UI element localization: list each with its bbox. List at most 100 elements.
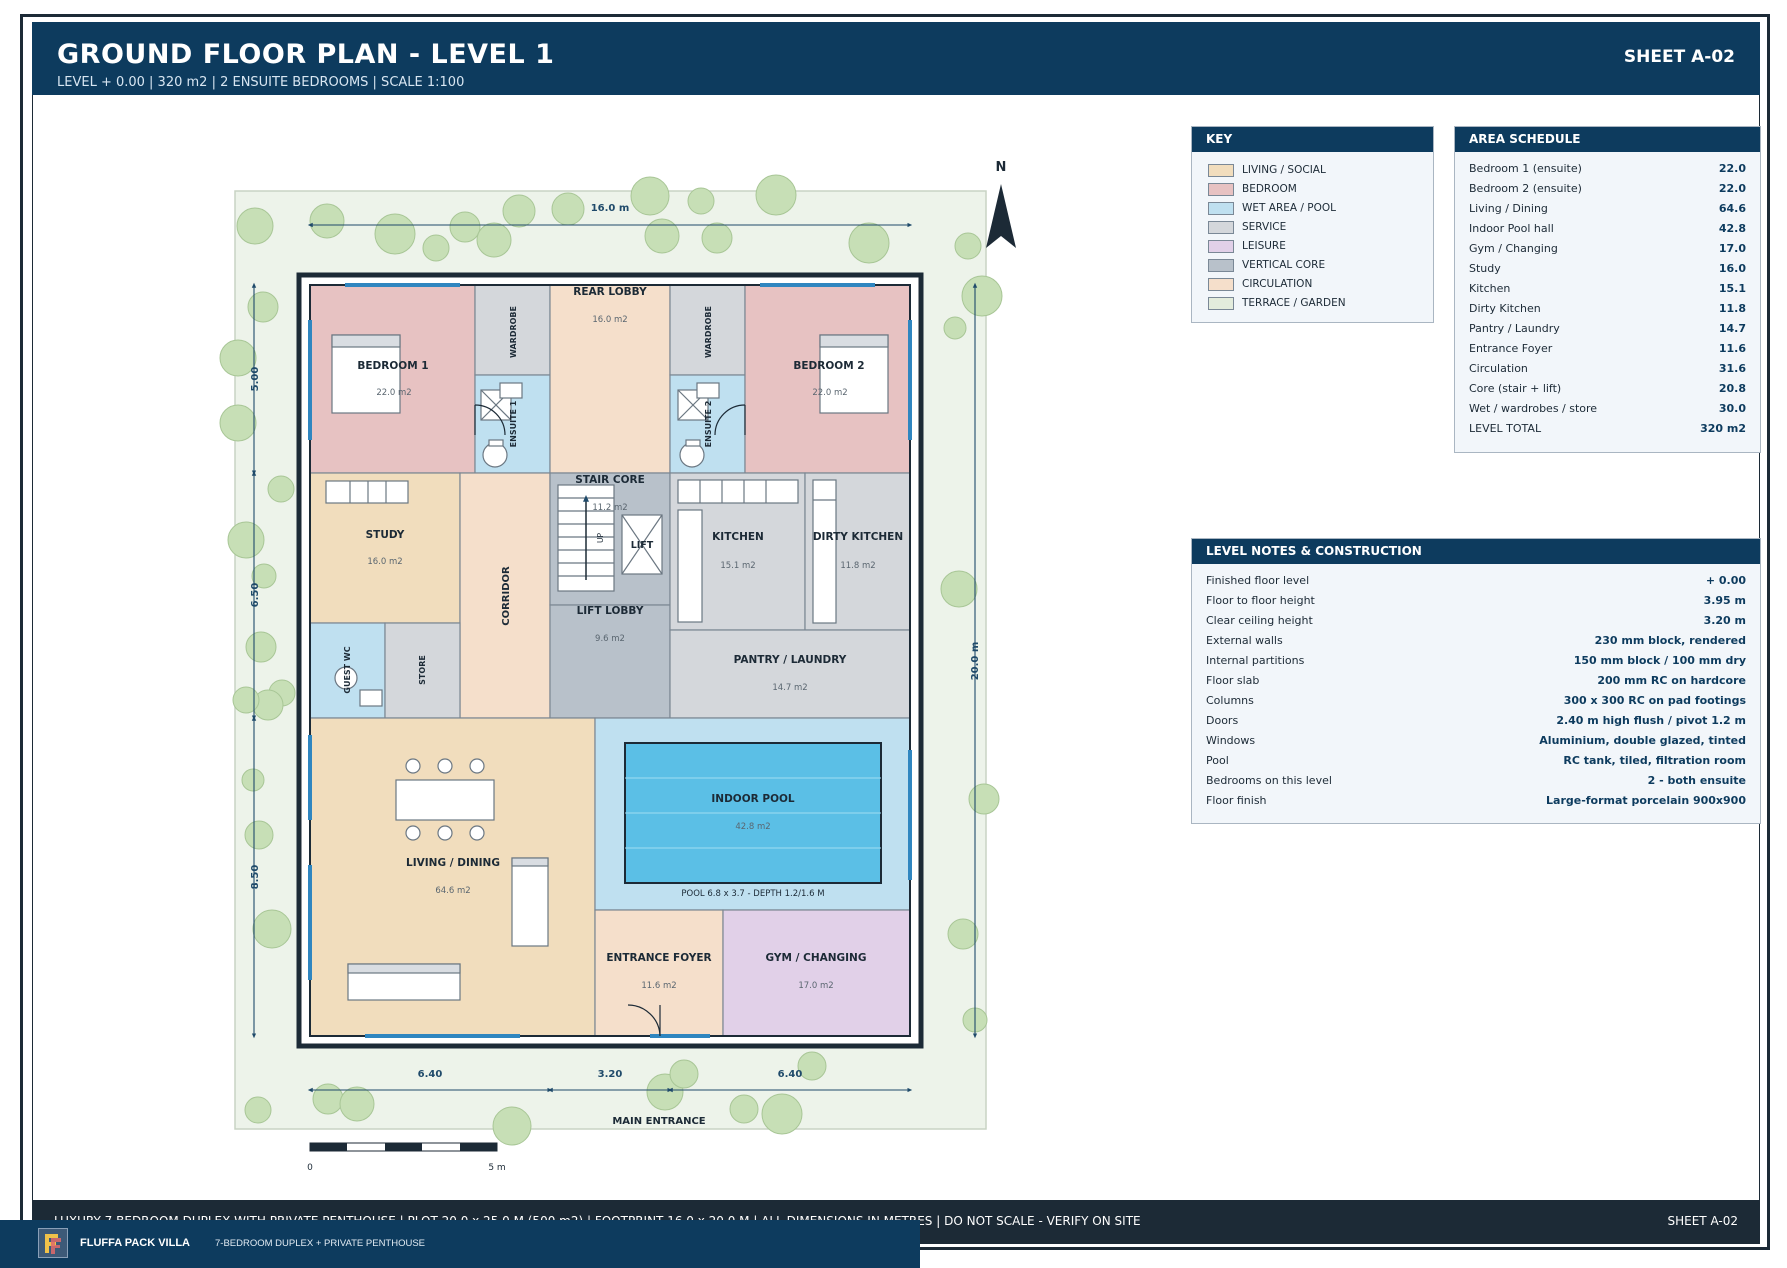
schedule-label: Living / Dining [1469,202,1548,215]
page-subtitle: LEVEL + 0.00 | 320 m2 | 2 ENSUITE BEDROO… [57,75,465,90]
key-item: TERRACE / GARDEN [1208,295,1346,311]
tree-icon [630,176,670,216]
tree-icon [761,1093,803,1135]
title-bar: GROUND FLOOR PLAN - LEVEL 1 LEVEL + 0.00… [32,22,1760,95]
label-living: LIVING / DINING [406,857,500,869]
key-item: LEISURE [1208,238,1286,254]
area-lift-lobby: 9.6 m2 [595,634,625,644]
schedule-label: LEVEL TOTAL [1469,422,1542,435]
tree-icon [247,291,279,323]
label-stair-up: UP [596,533,605,543]
key-swatch [1208,258,1234,272]
schedule-label: Gym / Changing [1469,242,1558,255]
schedule-value: 11.8 [1718,302,1746,315]
bed-1-icon [331,334,401,414]
tree-icon [244,1096,272,1124]
tree-icon [940,570,978,608]
tree-icon [449,211,481,243]
note-value: 300 x 300 RC on pad footings [1563,694,1746,707]
brand-name: FLUFFA PACK VILLA [80,1237,190,1249]
schedule-value: 64.6 [1718,202,1746,215]
key-label: VERTICAL CORE [1242,259,1326,271]
room-pantry [669,629,911,719]
note-label: Windows [1206,734,1256,747]
sheet-number: SHEET A-02 [1623,47,1735,67]
note-row: Finished floor level+ 0.00 [1206,572,1746,590]
label-gym: GYM / CHANGING [766,952,867,964]
tree-icon [244,820,274,850]
schedule-value: 22.0 [1718,182,1746,195]
key-label: LIVING / SOCIAL [1242,164,1326,176]
pool-spec: POOL 6.8 x 3.7 - DEPTH 1.2/1.6 M [681,889,824,899]
area-bedroom-1: 22.0 m2 [376,388,411,398]
area-pool: 42.8 m2 [735,822,770,832]
tree-icon [339,1086,375,1122]
area-rear-lobby: 16.0 m2 [592,315,627,325]
schedule-row: Indoor Pool hall 42.8 [1469,220,1746,238]
label-bedroom-1: BEDROOM 1 [357,360,428,372]
tree-icon [312,1083,344,1115]
tree-icon [232,686,260,714]
key-item: CIRCULATION [1208,276,1312,292]
schedule-row: Core (stair + lift)20.8 [1469,380,1746,398]
schedule-value: 31.6 [1718,362,1746,375]
key-swatch [1208,239,1234,253]
bed-2-icon [819,334,889,414]
schedule-value: 42.8 [1718,222,1746,235]
note-label: Columns [1206,694,1254,707]
key-label: WET AREA / POOL [1242,202,1336,214]
tree-icon [729,1094,759,1124]
tree-icon [701,222,733,254]
scale-start: 0 [307,1163,313,1173]
label-wardrobe-2: WARDROBE [704,306,713,358]
label-lift-lobby: LIFT LOBBY [577,605,644,617]
schedule-label: Bedroom 2 (ensuite) [1469,182,1582,195]
note-label: Floor finish [1206,794,1267,807]
dim-left-bottom: 8.50 [250,865,261,890]
dim-left-mid: 6.50 [250,583,261,608]
tree-icon [954,232,982,260]
note-value: 2.40 m high flush / pivot 1.2 m [1556,714,1746,727]
key-swatch [1208,277,1234,291]
label-wardrobe-1: WARDROBE [509,306,518,358]
key-panel: KEY LIVING / SOCIAL BEDROOM WET AREA / POO… [1191,126,1434,323]
key-label: BEDROOM [1242,183,1297,195]
key-title: KEY [1192,127,1433,152]
area-dirty-kitchen: 11.8 m2 [840,561,875,571]
key-swatch [1208,182,1234,196]
schedule-label: Indoor Pool hall [1469,222,1554,235]
tree-icon [644,218,680,254]
label-store: STORE [418,655,427,685]
sofa-icon [511,857,549,947]
note-label: Floor slab [1206,674,1260,687]
footer-sheet: SHEET A-02 [1667,1214,1739,1228]
room-rear-lobby [549,284,671,474]
dim-overall-width: 16.0 m [591,203,630,214]
tree-icon [502,194,536,228]
label-bedroom-2: BEDROOM 2 [793,360,864,372]
schedule-label: Pantry / Laundry [1469,322,1560,335]
note-label: Internal partitions [1206,654,1305,667]
room-store [384,622,461,719]
note-row: Floor slab 200 mm RC on hardcore [1206,672,1746,690]
note-value: 200 mm RC on hardcore [1597,674,1746,687]
tree-icon [755,174,797,216]
note-value: Aluminium, double glazed, tinted [1539,734,1746,747]
dim-bottom-right: 6.40 [778,1069,803,1080]
page-title: GROUND FLOOR PLAN - LEVEL 1 [57,39,555,70]
note-label: Floor to floor height [1206,594,1315,607]
note-label: Finished floor level [1206,574,1310,587]
scale-end: 5 m [488,1163,505,1173]
label-corridor: CORRIDOR [501,566,512,626]
tree-icon [961,275,1003,317]
tree-icon [848,222,890,264]
